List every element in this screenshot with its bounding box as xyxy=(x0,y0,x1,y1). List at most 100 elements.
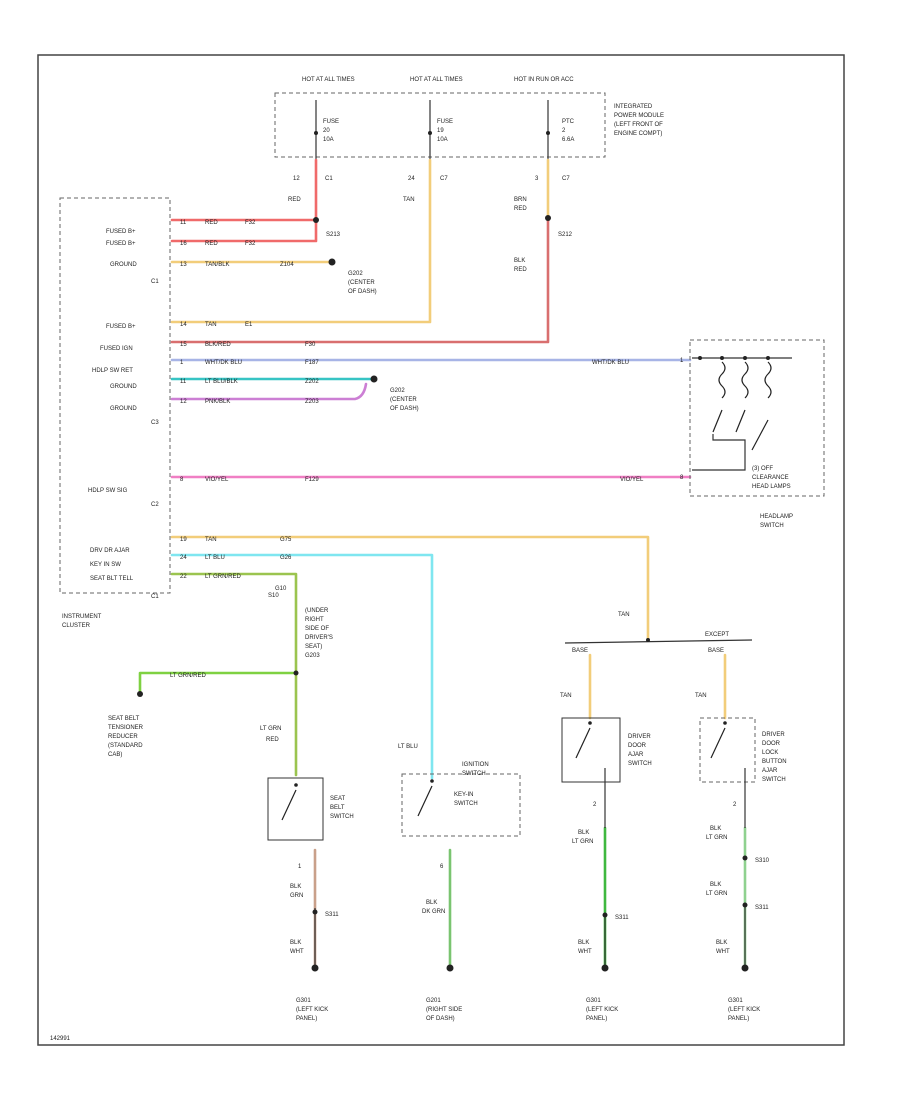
headlamp-contact-1 xyxy=(712,409,723,433)
splice-s311b: S311 xyxy=(615,915,629,921)
key-in-switch-dot xyxy=(430,779,434,783)
cav-c1: C1 xyxy=(325,176,333,182)
tan-label: TAN xyxy=(618,612,630,618)
grn-label: GRN xyxy=(290,893,303,899)
tensioner-dot xyxy=(137,691,143,697)
cluster-label-7: HDLP SW RET xyxy=(92,368,133,374)
cav-c7a: C7 xyxy=(440,176,448,182)
cav-24: 24 xyxy=(408,176,415,182)
pin-2a: 2 xyxy=(593,802,597,808)
blk6-label: BLK xyxy=(710,826,721,832)
blk2-label: BLK xyxy=(290,940,301,946)
red-label: RED xyxy=(266,737,279,743)
w5-circuit: F30 xyxy=(305,342,316,348)
w12-cav: 22 xyxy=(180,574,187,580)
lt-grn-red-label: LT GRN/RED xyxy=(170,673,206,679)
headlamp-pin-8: 8 xyxy=(680,475,684,481)
ground-g301a-dot xyxy=(311,964,319,972)
blk5-label: BLK xyxy=(578,940,589,946)
wire-tan-label: TAN xyxy=(403,197,415,203)
base-split-dot xyxy=(646,638,650,642)
w6-color: WHT/DK BLU xyxy=(205,360,242,366)
wire-red-label: RED xyxy=(288,197,301,203)
ground-wires xyxy=(314,639,753,968)
cluster-conn-c2: C2 xyxy=(151,502,159,508)
headlamp-bus-dot-4 xyxy=(766,356,770,360)
lt-grn-label: LT GRN xyxy=(260,726,281,732)
pin-6: 6 xyxy=(440,864,444,870)
wht-label: WHT xyxy=(290,949,304,955)
tan3-label: TAN xyxy=(695,693,707,699)
cluster-conn-c1b: C1 xyxy=(151,594,159,600)
wire-lt-blu-g26 xyxy=(170,553,434,780)
wire-lt-grn-red-g10 xyxy=(170,572,298,777)
cav-c7b: C7 xyxy=(562,176,570,182)
door-ajar-switch-dot xyxy=(588,721,592,725)
cluster-label-11: HDLP SW SIG xyxy=(88,488,128,494)
headlamp-wire-text-1: WHT/DK BLU xyxy=(592,360,629,366)
headlamp-wire-text-2: VIO/YEL xyxy=(620,477,644,483)
blk-label: BLK xyxy=(290,884,301,890)
tan2-label: TAN xyxy=(560,693,572,699)
wires xyxy=(138,158,747,967)
cluster-label-13: DRV DR AJAR xyxy=(90,548,130,554)
headlamp-common xyxy=(692,434,746,471)
wire-pnk-blk-z203 xyxy=(170,382,368,401)
splice-s10-dot xyxy=(293,670,299,676)
cluster-label-14: KEY IN SW xyxy=(90,562,121,568)
cluster-conn-c3: C3 xyxy=(151,420,159,426)
w11-circuit: G26 xyxy=(280,555,292,561)
wire-blk-red-f30 xyxy=(170,216,550,344)
wire-tan-g75 xyxy=(170,535,650,642)
ptc-top-dot xyxy=(546,131,550,135)
ground-g202b-dot xyxy=(370,375,378,383)
cav-3: 3 xyxy=(535,176,539,182)
w2-circuit: F32 xyxy=(245,241,256,247)
hot-label-2a: HOT AT ALL TIMES xyxy=(410,77,463,83)
w5-cav: 15 xyxy=(180,342,187,348)
seat-belt-switch-box xyxy=(267,777,324,841)
except-label: EXCEPT xyxy=(705,632,729,638)
instrument-cluster-dashed-box xyxy=(59,197,171,594)
key-in-switch-contact xyxy=(417,785,433,817)
w2-color: RED xyxy=(205,241,218,247)
fuse-19-top-dot xyxy=(428,131,432,135)
w4-color: TAN xyxy=(205,322,217,328)
headlamp-contact-2 xyxy=(735,409,746,433)
wire-red2-label: RED xyxy=(514,206,527,212)
w12-color: LT GRN/RED xyxy=(205,574,241,580)
headlamp-bus-dot-2 xyxy=(720,356,724,360)
cav-12: 12 xyxy=(293,176,300,182)
w1-circuit: F32 xyxy=(245,220,256,226)
w11-color: LT BLU xyxy=(205,555,225,561)
wire-red3-label: RED xyxy=(514,267,527,273)
headlamp-coil-2 xyxy=(741,361,749,399)
w3-cav: 13 xyxy=(180,262,187,268)
ground-g301c-dot xyxy=(741,964,749,972)
door-ajar-switch-contact xyxy=(575,727,591,759)
splice-s311c: S311 xyxy=(755,905,769,911)
splice-s10: S10 xyxy=(268,593,279,599)
w3-circuit: Z104 xyxy=(280,262,294,268)
ground-g201-dot xyxy=(446,964,454,972)
cluster-conn-c1a: C1 xyxy=(151,279,159,285)
wht3-label: WHT xyxy=(716,949,730,955)
splice-s310-dot xyxy=(742,855,748,861)
w3-color: TAN/BLK xyxy=(205,262,230,268)
cluster-wire-labels: 11 RED F32 16 RED F32 13 TAN/BLK Z104 14… xyxy=(180,220,319,592)
w1-color: RED xyxy=(205,220,218,226)
door-ajar-switch-box xyxy=(561,717,621,783)
w5-color: BLK/RED xyxy=(205,342,231,348)
